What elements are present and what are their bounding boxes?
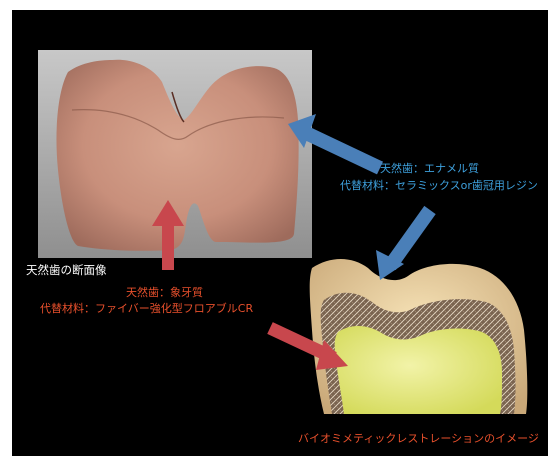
restoration-core: [335, 326, 502, 414]
enamel-label-substitute: 代替材料：セラミックスor歯冠用レジン: [340, 179, 538, 193]
enamel-label-natural: 天然歯：エナメル質: [380, 162, 479, 176]
restoration-caption: バイオミメティックレストレーションのイメージ: [298, 432, 539, 446]
restoration-illustration: [310, 259, 528, 414]
dentin-label-natural: 天然歯：象牙質: [126, 286, 203, 300]
natural-tooth-photo: [38, 50, 312, 258]
dentin-label-substitute: 代替材料：ファイバー強化型フロアブルCR: [40, 302, 253, 316]
diagram-artwork: [12, 10, 548, 456]
section-caption: 天然歯の断面像: [26, 263, 107, 277]
diagram-panel: 天然歯：エナメル質 代替材料：セラミックスor歯冠用レジン 天然歯の断面像 天然…: [12, 10, 548, 456]
